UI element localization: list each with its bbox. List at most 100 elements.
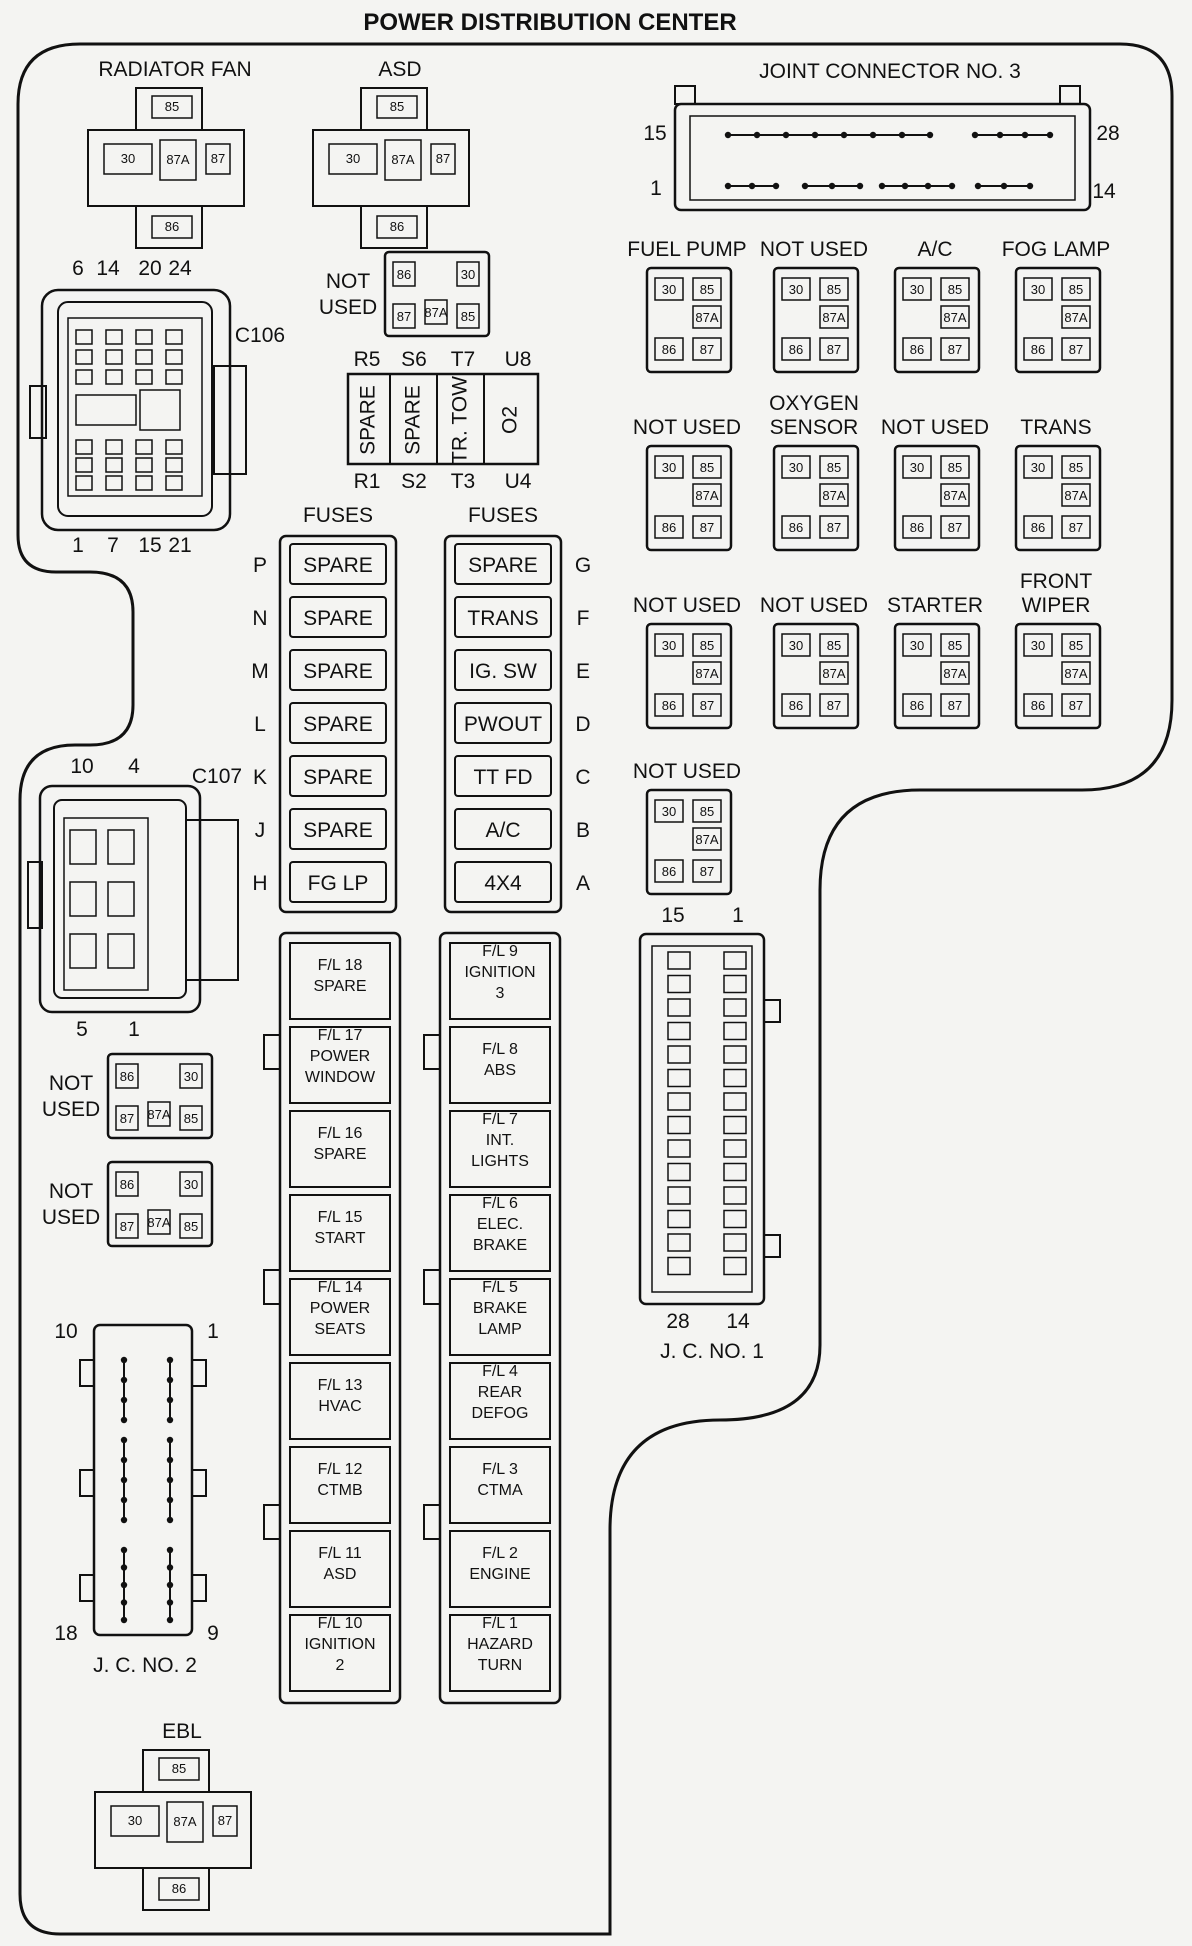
fusible-links-right-link-label: F/L 5: [482, 1279, 518, 1296]
fusible-links-left-body: [278, 931, 402, 1705]
relay-not-used-side-0-pin: [456, 303, 480, 329]
fusible-links-left-link-label: CTMB: [317, 1482, 362, 1499]
fuse-row-top-label: U8: [505, 348, 532, 371]
relay-grid-6-pin-label: 86: [910, 520, 924, 535]
relay-grid-7-label: TRANS: [1020, 416, 1091, 439]
relay-not-used-side-2-pin: [115, 1171, 139, 1197]
jc3-pin-dot: [801, 182, 809, 190]
fuse-row-fuse: SPARE: [357, 385, 380, 455]
relay-grid-2-pin-label: 86: [910, 342, 924, 357]
c106-bottom-pin: 21: [168, 534, 191, 557]
fusible-links-right-link-label: F/L 2: [482, 1545, 518, 1562]
relay-grid-1-pin: [819, 337, 849, 361]
relay-grid-8-pin-label: 86: [662, 698, 676, 713]
jc1-cavity: [723, 1209, 747, 1229]
jc1-cavity: [667, 1021, 691, 1041]
relay-grid-6-pin-label: 87: [948, 520, 962, 535]
relay-not-used-side-1-body: [106, 1052, 214, 1140]
relay-grid-0-label: FUEL PUMP: [627, 238, 746, 261]
fuse-row-top-label: R5: [354, 348, 381, 371]
relay-not-used-side-0-label: USED: [319, 296, 377, 319]
relay-grid-3-pin-label: 87A: [1064, 310, 1087, 325]
c107-label: C107: [192, 765, 242, 788]
fusible-links-left-link-label: START: [315, 1230, 366, 1247]
jc3-pin-dot: [772, 182, 780, 190]
jc1-label: J. C. NO. 1: [660, 1340, 764, 1363]
fuse-row-fuse: O2: [499, 406, 522, 434]
fusible-links-left-link: [289, 1614, 391, 1692]
jc2-pin-dot: [120, 1476, 128, 1484]
relay-not-used-side-1-pin-label: 87A: [147, 1107, 170, 1122]
relay-ebl-body-bottom: [142, 1867, 210, 1911]
fuses-right-fuse-label: TRANS: [467, 607, 538, 630]
relay-asd-pin-label: 85: [390, 99, 404, 114]
fuses-right-fuse-label: SPARE: [468, 554, 538, 577]
fusible-links-left-link-label: SPARE: [313, 1146, 366, 1163]
relay-grid-5-label: OXYGEN: [769, 392, 859, 415]
relay-grid-7-pin: [1023, 455, 1053, 479]
fusible-links-right-link-label: F/L 6: [482, 1195, 518, 1212]
relay-grid-12-pin-label: 87: [700, 864, 714, 879]
relay-grid-7-pin: [1023, 515, 1053, 539]
fusible-links-right-link-label: F/L 1: [482, 1615, 518, 1632]
jc1-cavity: [667, 1233, 691, 1252]
c106-cavity: [135, 369, 153, 385]
jc2-pin-dot: [166, 1599, 174, 1606]
c107-cavity: [107, 829, 135, 865]
jc3-pin-dot: [996, 131, 1004, 139]
jc1-cavity: [667, 998, 691, 1017]
jc2-tab: [79, 1574, 95, 1602]
relay-not-used-side-0-body: [383, 250, 491, 338]
fuses-left-slot-letter: M: [251, 660, 269, 683]
fuses-right-fuse: [454, 596, 552, 638]
jc3-pin-dot: [782, 131, 790, 139]
fuse-row-bottom-label: U4: [505, 470, 532, 493]
relay-grid-6-pin-label: 85: [948, 460, 962, 475]
relay-grid-7-pin-label: 85: [1069, 460, 1083, 475]
fusible-links-right-link: [449, 942, 551, 1020]
fuses-right-slot-letter: F: [577, 607, 590, 630]
fuses-left-fuse-label: FG LP: [308, 872, 369, 895]
relay-grid-7-pin: [1061, 515, 1091, 539]
fuses-right-slot-letter: E: [576, 660, 590, 683]
jc2-pin-dot: [166, 1516, 174, 1524]
c106-label: C106: [235, 324, 285, 347]
relay-grid-4-pin-label: 85: [700, 460, 714, 475]
c106-top-pin: 24: [168, 257, 192, 280]
c106-bottom-pin: 1: [72, 534, 84, 557]
relay-grid-7-pin-label: 30: [1031, 460, 1045, 475]
relay-grid-8-body: [645, 622, 733, 730]
jc3-tab-left: [674, 85, 696, 105]
c106-top-pin: 20: [138, 257, 161, 280]
relay-grid-11-pin-label: 86: [1031, 698, 1045, 713]
jc3-inner: [689, 115, 1076, 201]
relay-not-used-side-2-body: [106, 1160, 214, 1248]
fusible-links-right-link-label: LAMP: [478, 1321, 522, 1338]
fuses-right-header: FUSES: [468, 504, 538, 527]
fusible-links-left-link: [289, 1446, 391, 1524]
jc1-inner: [651, 945, 753, 1293]
jc3-pin-dot: [901, 182, 909, 190]
jc3-pin-dot: [1021, 131, 1029, 139]
c106-cavity: [75, 457, 93, 473]
relay-grid-2-label: A/C: [917, 238, 952, 261]
jc2-tab: [191, 1359, 207, 1387]
relay-not-used-side-2-pin-label: 87: [120, 1219, 134, 1234]
jc3-pin-15: 15: [643, 122, 666, 145]
relay-ebl-pin: [212, 1805, 238, 1837]
fusible-links-right-link-label: IGNITION: [464, 964, 535, 981]
relay-asd-pin-label: 30: [346, 151, 360, 166]
jc1-cavity: [667, 1045, 691, 1064]
jc1-cavity: [723, 1092, 747, 1111]
jc3-pin-dot: [724, 182, 732, 190]
relay-grid-8-label: NOT USED: [633, 594, 741, 617]
c106-cavity: [165, 439, 183, 455]
fuses-right-fuse: [454, 702, 552, 744]
